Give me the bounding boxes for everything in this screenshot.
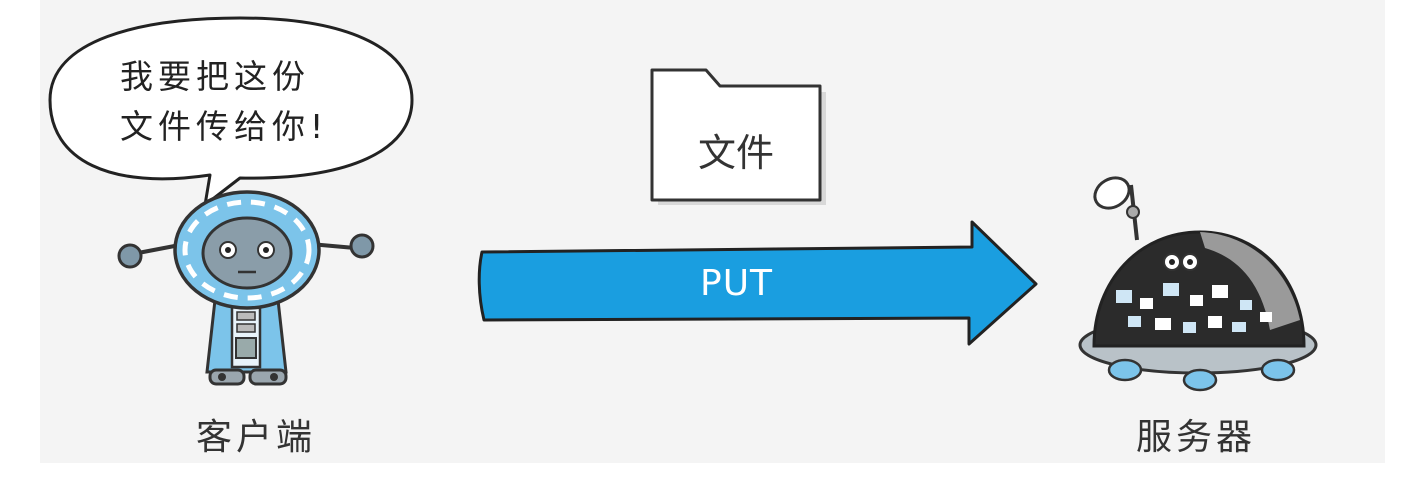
file-label: 文件 xyxy=(698,131,775,175)
client-label: 客户端 xyxy=(196,417,317,458)
put-arrow xyxy=(477,220,1038,346)
method-label: PUT xyxy=(700,263,774,304)
file-icon xyxy=(650,68,826,205)
server-robot-icon xyxy=(1078,176,1318,392)
client-robot-icon xyxy=(117,190,375,386)
speech-bubble xyxy=(48,16,414,207)
server-label: 服务器 xyxy=(1136,417,1257,458)
speech-bubble-line2: 文件传给你! xyxy=(120,107,329,146)
speech-bubble-line1: 我要把这份 xyxy=(120,57,310,96)
